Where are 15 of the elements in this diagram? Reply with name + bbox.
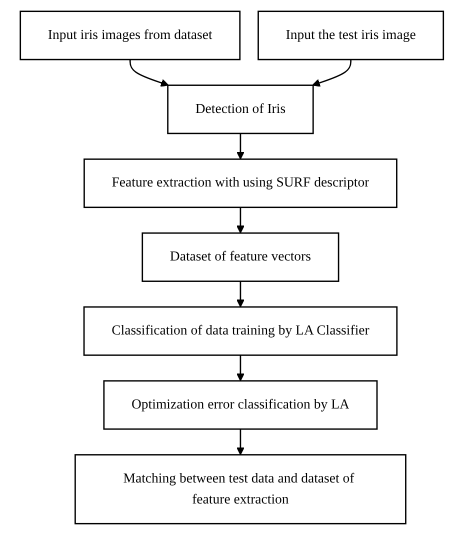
arrow — [129, 60, 168, 87]
arrow — [236, 133, 244, 160]
node-box: Classification of data training by LA Classifier — [82, 306, 398, 356]
arrow — [236, 207, 244, 234]
arrow — [236, 355, 244, 382]
node-box: Input iris images from dataset — [19, 10, 240, 60]
node-box: Feature extraction with using SURF descriptor — [83, 158, 398, 208]
arrow — [236, 281, 244, 308]
node-box: Dataset of feature vectors — [141, 232, 339, 282]
arrow — [236, 429, 244, 456]
node-box: Detection of Iris — [166, 84, 314, 134]
arrow — [312, 60, 352, 87]
node-box: Optimization error classification by LA — [102, 380, 378, 430]
node-box: Input the test iris image — [257, 10, 444, 60]
node-box: Matching between test data and dataset of feature extraction — [74, 454, 406, 524]
